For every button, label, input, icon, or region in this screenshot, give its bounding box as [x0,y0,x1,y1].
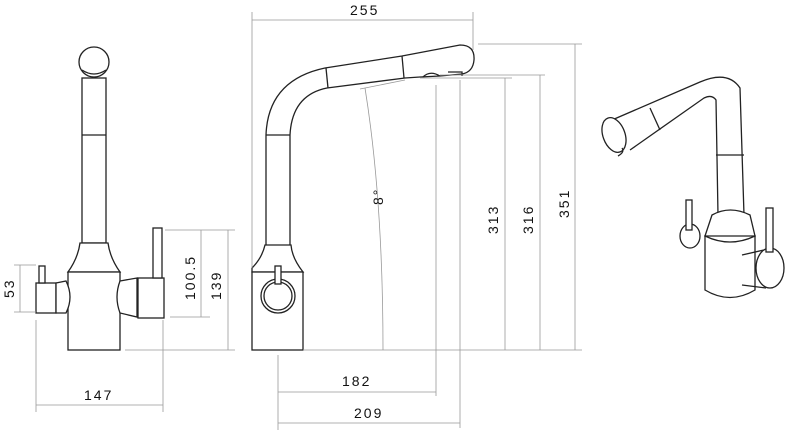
dim-316: 316 [520,205,536,234]
dim-139: 139 [208,271,224,300]
isometric-view [601,76,785,299]
dim-53: 53 [1,278,17,298]
front-neck [66,242,122,273]
dim-100-5: 100.5 [182,255,198,300]
dim-351: 351 [556,189,572,218]
dim-182: 182 [342,373,371,389]
front-body [67,271,121,351]
side-view [251,44,475,351]
front-view [35,46,165,351]
angle-arc [364,87,384,351]
front-stem [81,77,107,244]
front-lever [152,227,163,279]
dim-147: 147 [84,387,113,403]
side-body [251,271,304,351]
iso-body [704,234,756,299]
front-right-handle [137,277,165,319]
iso-spout-head [601,117,627,153]
front-dimensions: 53 100.5 139 147 [1,229,235,412]
iso-spout [611,76,745,216]
dim-209: 209 [354,405,383,421]
iso-lever [765,207,774,253]
iso-right-handle [755,247,785,289]
dim-255: 255 [350,2,379,18]
dim-313: 313 [485,205,501,234]
front-left-handle [35,282,57,314]
front-spout-head [78,46,110,78]
side-dimensions: 255 313 316 351 8° 182 209 [251,2,582,430]
side-lever [274,265,282,285]
dim-8-degree: 8° [370,188,386,205]
side-spout [265,44,475,245]
